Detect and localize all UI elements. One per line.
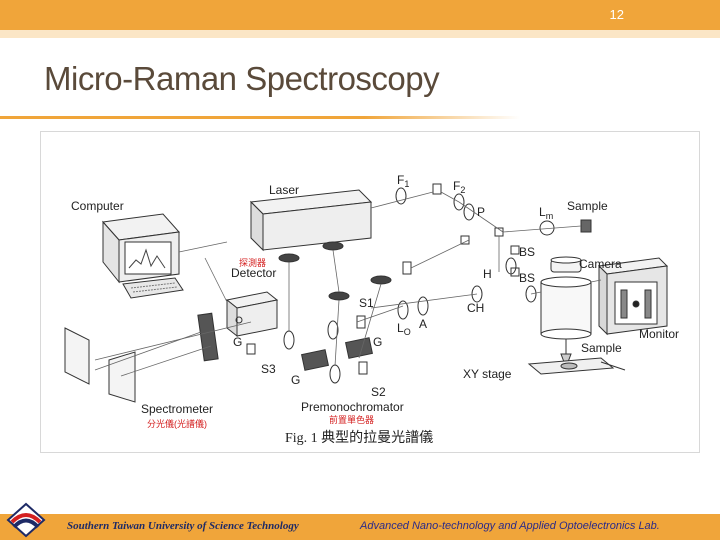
detector-icon [225,291,279,338]
beam-paths [94,191,602,377]
footer-lab: Advanced Nano-technology and Applied Opt… [360,520,660,532]
footer-university: Southern Taiwan University of Science Te… [67,520,299,532]
top-bar: 12 [0,0,720,30]
label-g-bottom: G [291,373,300,387]
microscope-icon [527,256,626,375]
label-g-mid: G [373,335,382,349]
label-computer: Computer [71,199,124,213]
label-s2: S2 [371,385,386,399]
label-sample-bottom: Sample [581,341,622,355]
label-f1: F1 [397,173,409,189]
bottom-bar [0,514,720,540]
laser-icon [249,189,373,252]
label-monitor: Monitor [639,327,679,341]
label-ch: CH [467,301,484,315]
label-spectrometer-cn: 分光儀(光譜儀) [147,418,207,429]
figure-caption: Fig. 1 典型的拉曼光譜儀 [285,430,433,446]
label-spectrometer: Spectrometer [141,402,213,416]
label-camera: Camera [579,257,622,271]
raman-setup-diagram: Computer Laser F1 F2 P Lm Sample BS H BS… [64,173,679,446]
label-laser: Laser [269,183,299,197]
label-sample-top: Sample [567,199,608,213]
label-lm: Lm [539,205,553,221]
computer-icon [102,213,184,299]
label-bs-2: BS [519,271,535,285]
label-detector: Detector [231,266,276,280]
slide-title: Micro-Raman Spectroscopy [44,60,440,97]
label-xy-stage: XY stage [463,367,512,381]
label-p: P [477,205,485,219]
spectrometer-mirrors [64,312,219,403]
premono-gratings [301,337,373,371]
monitor-icon [597,257,669,336]
label-s1: S1 [359,296,374,310]
label-detector-cn: 探測器 [239,257,266,268]
label-s3: S3 [261,362,276,376]
label-premonochromator-cn: 前置單色器 [329,414,374,425]
top-band [0,30,720,38]
label-f2: F2 [453,179,465,195]
raman-setup-figure: Computer Laser F1 F2 P Lm Sample BS H BS… [40,131,700,453]
label-premonochromator: Premonochromator [301,400,404,414]
university-logo-icon [6,502,46,538]
label-g-left: G [233,335,242,349]
title-rule [0,116,520,119]
page-number: 12 [609,7,624,22]
label-lo: LO [397,321,411,337]
label-bs-1: BS [519,245,535,259]
label-a: A [419,317,427,331]
label-h: H [483,267,492,281]
